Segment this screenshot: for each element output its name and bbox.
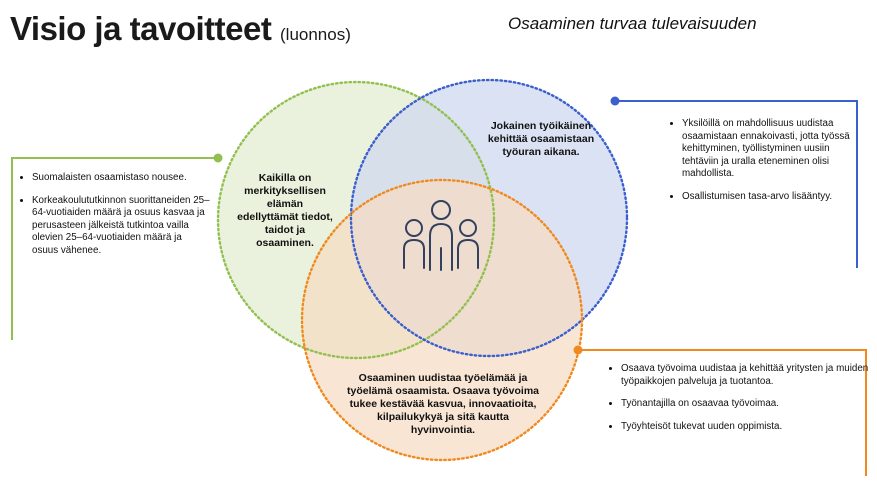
blue-circle-outline [349,78,629,358]
list-item: Työnantajilla on osaavaa työvoimaa. [621,398,869,411]
tagline: Osaaminen turvaa tulevaisuuden [508,14,757,33]
people-group-icon [403,200,479,271]
orange-circle-outline [300,178,584,462]
page-title: Visio ja tavoitteet (luonnos) [10,10,351,48]
left-bullet-list: Suomalaisten osaamistaso nousee. Korkeak… [22,172,210,268]
list-item: Osaava työvoima uudistaa ja kehittää yri… [621,363,869,388]
title-main: Visio ja tavoitteet [10,10,272,47]
blue-connector [610,96,858,268]
title-note: (luonnos) [280,25,351,44]
green-circle-text: Kaikilla on merkityksellisen elämän edel… [237,172,333,249]
list-item: Korkeakoulututkinnon suorittaneiden 25–6… [32,195,210,258]
list-item: Työyhteisöt tukevat uuden oppimista. [621,421,869,434]
green-circle-outline [216,80,496,360]
green-connector [11,153,223,340]
bottom-bullet-list: Osaava työvoima uudistaa ja kehittää yri… [611,363,869,443]
orange-connector [573,345,867,476]
orange-circle-fill [302,180,582,460]
right-bullet-list: Yksilöillä on mahdollisuus uudistaa osaa… [672,118,864,214]
orange-circle-text: Osaaminen uudistaa työelämää ja työelämä… [346,372,539,436]
blue-circle-text: Jokainen työikäinen kehittää osaamistaan… [487,120,595,158]
list-item: Suomalaisten osaamistaso nousee. [32,172,210,185]
list-item: Yksilöillä on mahdollisuus uudistaa osaa… [682,118,864,181]
list-item: Osallistumisen tasa-arvo lisääntyy. [682,191,864,204]
